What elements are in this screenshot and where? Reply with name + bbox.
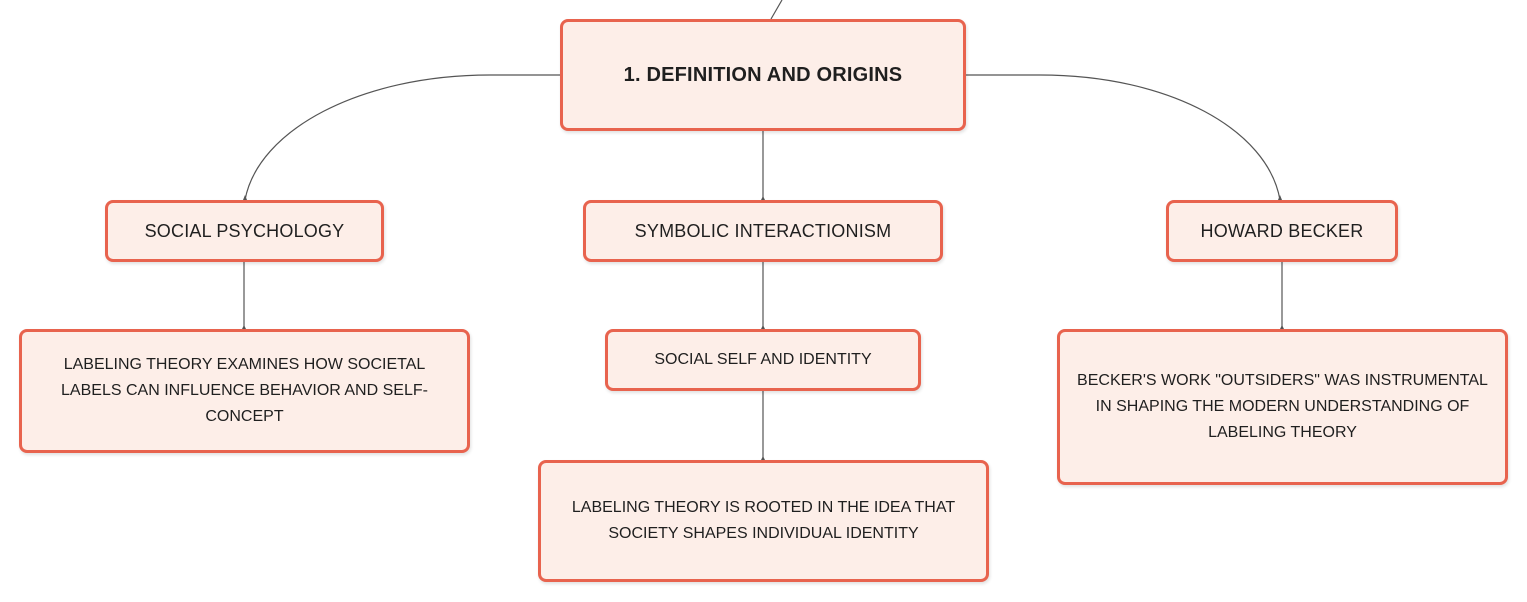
root-node[interactable]: 1. DEFINITION AND ORIGINS xyxy=(560,19,966,131)
connector-parent-to-root xyxy=(770,0,783,20)
detail-node-rooted-in-society[interactable]: LABELING THEORY IS ROOTED IN THE IDEA TH… xyxy=(538,460,989,582)
arrowhead xyxy=(1280,325,1284,329)
topic-label-symbolic-interactionism: SYMBOLIC INTERACTIONISM xyxy=(634,220,892,241)
subtopic-label-social-self-identity: SOCIAL SELF AND IDENTITY xyxy=(654,351,872,368)
connector-root-to-social-psychology xyxy=(244,74,560,201)
detail-text-societal-labels: LABELING THEORY EXAMINES HOW SOCIETAL LA… xyxy=(61,356,428,425)
detail-text-becker-outsiders: BECKER'S WORK "OUTSIDERS" WAS INSTRUMENT… xyxy=(1077,372,1488,441)
topic-node-howard-becker[interactable]: HOWARD BECKER xyxy=(1166,200,1398,262)
root-node-label: 1. DEFINITION AND ORIGINS xyxy=(623,63,903,86)
subtopic-node-social-self-identity[interactable]: SOCIAL SELF AND IDENTITY xyxy=(605,329,921,391)
arrowhead xyxy=(1278,195,1282,200)
topic-label-social-psychology: SOCIAL PSYCHOLOGY xyxy=(144,220,345,241)
detail-text-rooted-in-society: LABELING THEORY IS ROOTED IN THE IDEA TH… xyxy=(571,499,956,542)
arrowhead xyxy=(761,196,765,200)
topic-node-social-psychology[interactable]: SOCIAL PSYCHOLOGY xyxy=(105,200,384,262)
topic-label-howard-becker: HOWARD BECKER xyxy=(1200,220,1364,241)
arrowhead xyxy=(243,195,247,200)
arrowhead xyxy=(761,456,765,460)
topic-node-symbolic-interactionism[interactable]: SYMBOLIC INTERACTIONISM xyxy=(583,200,943,262)
arrowhead xyxy=(242,325,246,329)
detail-node-societal-labels[interactable]: LABELING THEORY EXAMINES HOW SOCIETAL LA… xyxy=(19,329,470,453)
connector-root-to-howard-becker xyxy=(966,74,1281,201)
arrowhead xyxy=(761,325,765,329)
detail-node-becker-outsiders[interactable]: BECKER'S WORK "OUTSIDERS" WAS INSTRUMENT… xyxy=(1057,329,1508,485)
